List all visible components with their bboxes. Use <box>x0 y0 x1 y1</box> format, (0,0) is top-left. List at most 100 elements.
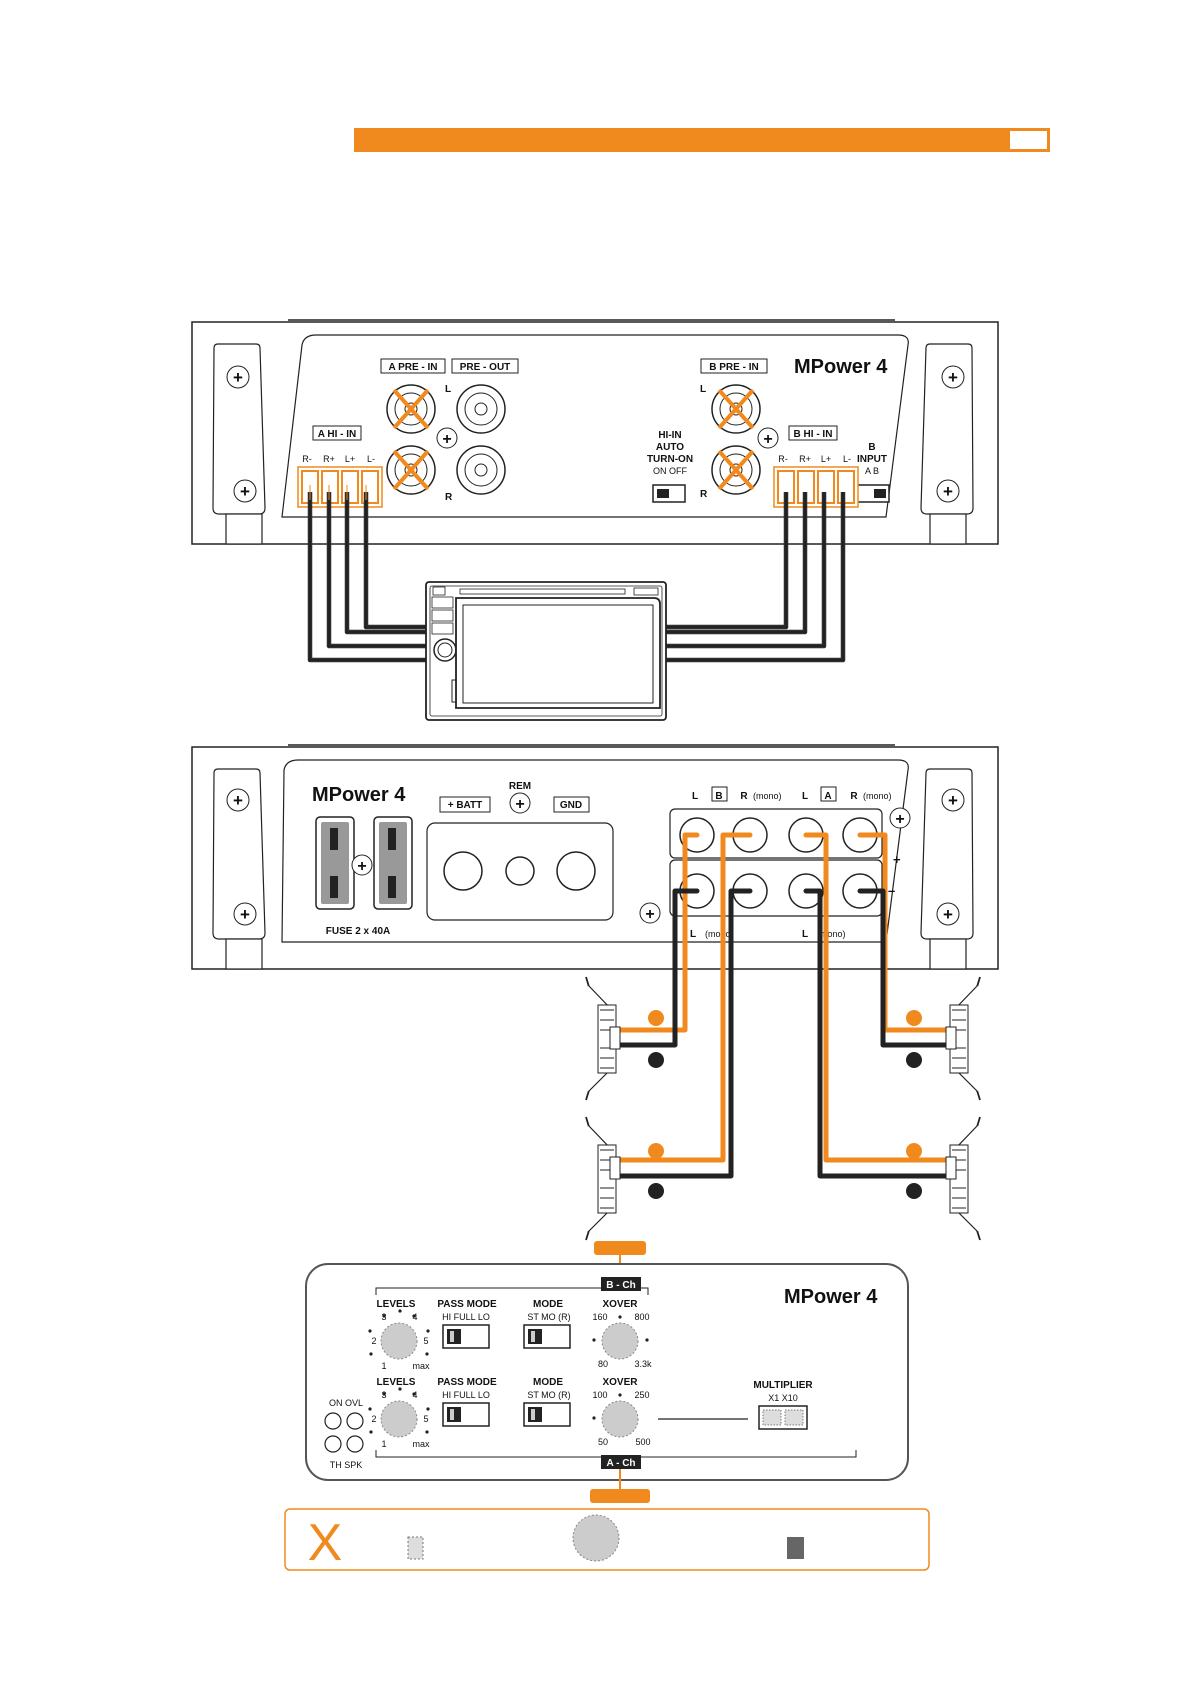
screw-icon: + <box>941 788 965 812</box>
multiplier-switch[interactable] <box>758 1405 808 1430</box>
a-xover-tick-500: 500 <box>635 1437 650 1447</box>
gnd-terminal <box>556 851 596 891</box>
a-xover-tick-100: 100 <box>592 1390 607 1400</box>
speaker-wires <box>613 832 958 1179</box>
power-model-title: MPower 4 <box>312 784 406 806</box>
head-unit <box>425 581 667 721</box>
top-model-title: MPower 4 <box>794 356 888 378</box>
b-input-line2: INPUT <box>857 454 887 465</box>
b-pre-in-r-jack <box>711 445 761 495</box>
svg-text:+: + <box>233 791 243 810</box>
screw-icon: + <box>233 902 257 926</box>
power-panel: + + + + MPower 4 + FUSE 2 x 40A + BATT R… <box>191 744 999 970</box>
speaker-icon <box>945 976 981 1101</box>
a-pre-in-label: A PRE - IN <box>388 362 437 373</box>
b-mode-switch[interactable] <box>523 1324 571 1349</box>
screw-icon: + <box>509 792 531 814</box>
b-hi-in-terminal-labels: R- R+ L+ L- <box>778 454 851 464</box>
legend-switch-set-icon <box>787 1537 804 1559</box>
leds-bottom-label: TH SPK <box>330 1460 363 1470</box>
spk-led <box>346 1435 364 1453</box>
b-level-tick-5: 5 <box>423 1336 428 1346</box>
polarity-dots <box>648 1010 922 1199</box>
a-level-tick-3: 3 <box>381 1390 386 1400</box>
hi-level-input-wires <box>307 485 846 663</box>
b-pre-l-label: L <box>700 384 706 395</box>
svg-text:L+: L+ <box>345 454 355 464</box>
gnd-label: GND <box>560 800 582 811</box>
pre-out-l-jack <box>456 384 506 434</box>
out-l-mono-1-mono: (mono) <box>705 929 734 939</box>
out-b-mono-label: (mono) <box>753 791 782 801</box>
out-a-label: A <box>824 791 831 802</box>
b-xover-tick-80: 80 <box>598 1359 608 1369</box>
b-level-tick-2: 2 <box>371 1336 376 1346</box>
a-level-tick-4: 4 <box>412 1390 417 1400</box>
svg-text:+: + <box>233 368 243 387</box>
a-levels-knob[interactable] <box>368 1387 430 1438</box>
a-hi-in-terminal-labels: R- R+ L+ L- <box>302 454 375 464</box>
out-a-mono-label: (mono) <box>863 791 892 801</box>
svg-text:+: + <box>442 431 451 448</box>
a-xover-knob[interactable] <box>592 1393 639 1438</box>
out-b-label: B <box>715 791 722 802</box>
b-input-switch[interactable] <box>856 484 890 503</box>
svg-text:R+: R+ <box>323 454 335 464</box>
screw-icon: + <box>226 788 250 812</box>
hi-in-auto-line3: TURN-ON <box>647 454 693 465</box>
legend-x-mark: X <box>308 1514 343 1572</box>
rem-terminal <box>505 856 535 886</box>
svg-text:R-: R- <box>302 454 312 464</box>
hi-in-auto-line2: AUTO <box>656 442 684 453</box>
speaker-icon <box>585 976 621 1101</box>
svg-text:L-: L- <box>843 454 851 464</box>
svg-text:L-: L- <box>367 454 375 464</box>
b-level-tick-max: max <box>412 1361 430 1371</box>
a-mode-switch[interactable] <box>523 1402 571 1427</box>
b-level-tick-3: 3 <box>381 1312 386 1322</box>
svg-text:R+: R+ <box>799 454 811 464</box>
b-pre-in-label: B PRE - IN <box>709 362 758 373</box>
a-pre-in-l-jack <box>386 384 436 434</box>
screw-icon: + <box>351 854 373 876</box>
a-xover-tick-50: 50 <box>598 1437 608 1447</box>
minus-label: – <box>888 883 895 898</box>
b-levels-label: LEVELS <box>377 1299 416 1310</box>
b-hi-in-label: B HI - IN <box>794 429 833 440</box>
screw-icon: + <box>757 427 779 449</box>
a-level-tick-1: 1 <box>381 1439 386 1449</box>
header-page-box <box>1010 131 1047 149</box>
screw-icon: + <box>941 365 965 389</box>
a-xover-tick-250: 250 <box>634 1390 649 1400</box>
svg-text:+: + <box>240 905 250 924</box>
header-bar <box>354 128 1050 152</box>
a-b-label: A B <box>865 466 879 476</box>
out-a-r-label: R <box>850 791 858 802</box>
speaker-icon <box>945 1116 981 1241</box>
b-pre-r-label: R <box>700 489 708 500</box>
b-xover-tick-800: 800 <box>634 1312 649 1322</box>
svg-text:L+: L+ <box>821 454 831 464</box>
screw-icon: + <box>889 807 911 829</box>
auto-turn-on-switch[interactable] <box>652 484 686 503</box>
out-l-mono-2-mono: (mono) <box>817 929 846 939</box>
b-pass-mode-label: PASS MODE <box>437 1299 497 1310</box>
screw-icon: + <box>436 427 458 449</box>
screw-icon: + <box>936 902 960 926</box>
a-pass-mode-switch[interactable] <box>442 1402 490 1427</box>
a-xover-label: XOVER <box>602 1377 638 1388</box>
a-level-tick-2: 2 <box>371 1414 376 1424</box>
b-levels-knob[interactable] <box>368 1309 430 1360</box>
b-level-tick-4: 4 <box>412 1312 417 1322</box>
pre-out-r-jack <box>456 445 506 495</box>
svg-text:+: + <box>240 482 250 501</box>
b-xover-knob[interactable] <box>592 1315 649 1360</box>
b-level-tick-1: 1 <box>381 1361 386 1371</box>
batt-terminal <box>443 851 483 891</box>
b-pass-mode-switch[interactable] <box>442 1324 490 1349</box>
a-pass-opts: HI FULL LO <box>442 1390 490 1400</box>
a-hi-in-label: A HI - IN <box>318 429 357 440</box>
b-pass-opts: HI FULL LO <box>442 1312 490 1322</box>
b-input-line1: B <box>868 442 875 453</box>
